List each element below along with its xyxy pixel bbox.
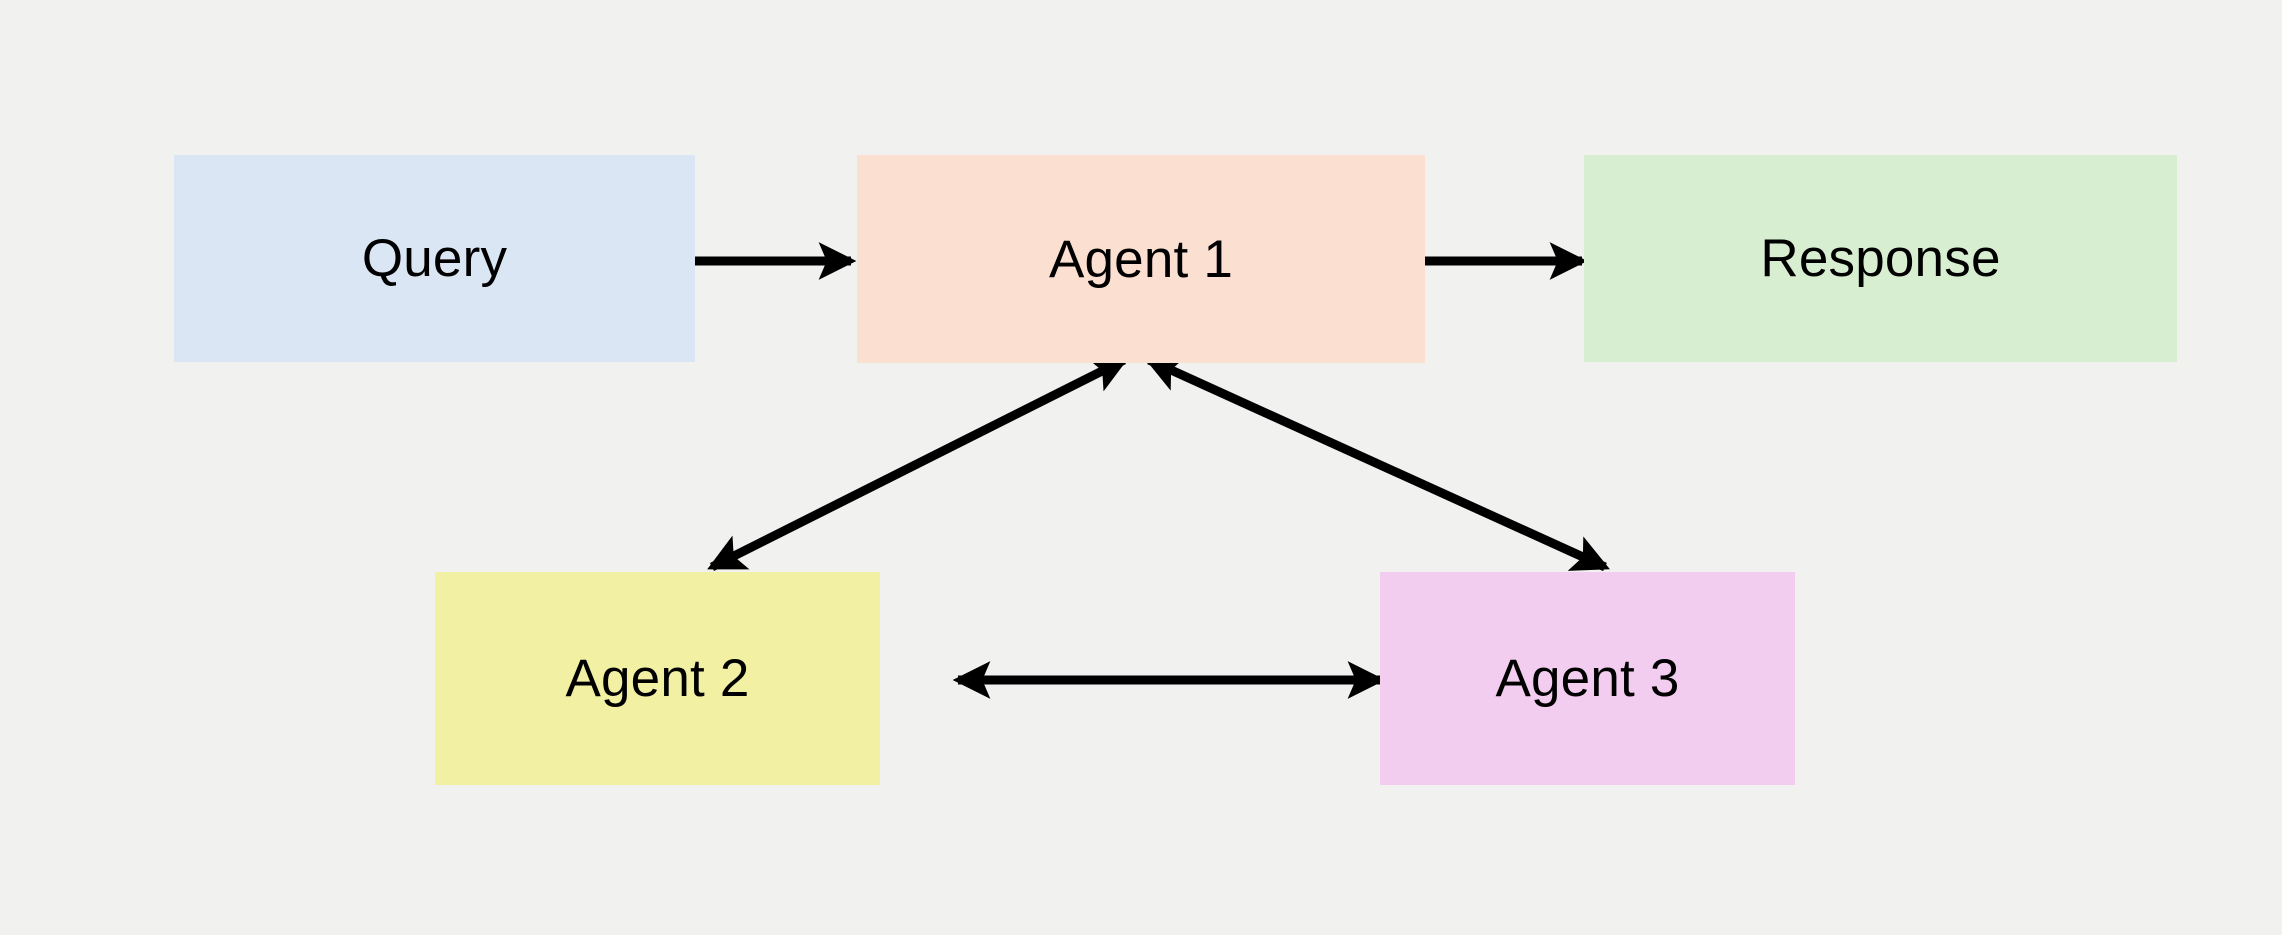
node-agent2-label: Agent 2 — [565, 649, 750, 708]
edge-agent1-agent2 — [707, 355, 1129, 572]
node-agent3[interactable]: Agent 3 — [1380, 572, 1795, 785]
node-response-label: Response — [1760, 229, 2001, 288]
node-query-label: Query — [361, 229, 508, 288]
node-agent1-label: Agent 1 — [1048, 229, 1234, 289]
edge-agent1-agent3 — [1144, 355, 1610, 572]
node-agent3-label: Agent 3 — [1495, 649, 1680, 708]
node-agent2[interactable]: Agent 2 — [435, 572, 880, 785]
node-response[interactable]: Response — [1584, 155, 2177, 362]
node-agent1[interactable]: Agent 1 — [857, 155, 1425, 363]
node-query[interactable]: Query — [174, 155, 695, 362]
